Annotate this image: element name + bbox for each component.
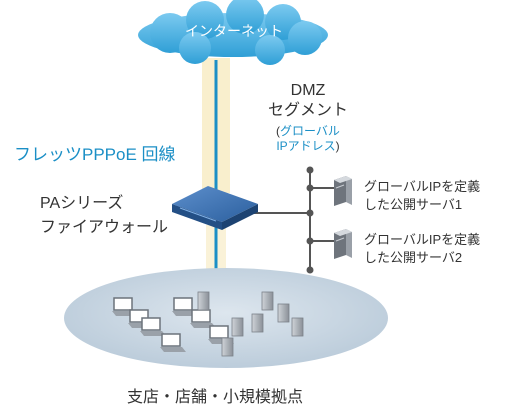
laptop-icons <box>112 297 234 352</box>
firewall-label-line2: ファイアウォール <box>40 219 169 236</box>
dmz-sublabel-line1: (グローバル <box>258 124 358 139</box>
server-2-label-line1: グローバルIPを定義 <box>364 232 481 247</box>
firewall-label-line1: PAシリーズ <box>40 195 124 212</box>
dmz-sublabel-text1: グローバル <box>280 124 340 138</box>
dmz-open-paren: ( <box>276 124 281 138</box>
server-icon-2 <box>334 229 352 259</box>
dmz-label-line2: セグメント <box>267 102 348 119</box>
internet-cloud-shape <box>138 0 328 65</box>
server-1-label-line1: グローバルIPを定義 <box>364 179 481 194</box>
internet-label: インターネット <box>185 23 283 39</box>
server-icon-1 <box>334 176 352 206</box>
server-1-label-line2: した公開サーバ1 <box>364 197 463 212</box>
pppoe-line-label: フレッツPPPoE 回線 <box>14 145 176 164</box>
firewall-label: PAシリーズ ファイアウォール <box>40 192 168 240</box>
dmz-close-paren: ) <box>335 139 340 153</box>
dmz-sublabel-line2: IPアドレス) <box>258 139 358 154</box>
firewall-appliance <box>172 186 258 230</box>
site-label: 支店・店舗・小規模拠点 <box>126 389 303 406</box>
server-2-label: グローバルIPを定義 した公開サーバ2 <box>364 231 480 267</box>
dmz-label-line1: DMZ <box>290 82 326 99</box>
dmz-wiring <box>248 170 334 270</box>
dmz-nodes <box>306 166 314 274</box>
site-ellipse <box>64 268 388 368</box>
dmz-sublabel-text2: IPアドレス <box>276 139 336 153</box>
dmz-label: DMZ セグメント <box>258 81 358 121</box>
dmz-sublabel: (グローバル IPアドレス) <box>258 124 358 154</box>
tower-pc-icons <box>197 291 304 357</box>
server-2-label-line2: した公開サーバ2 <box>364 250 463 265</box>
server-1-label: グローバルIPを定義 した公開サーバ1 <box>364 178 480 214</box>
